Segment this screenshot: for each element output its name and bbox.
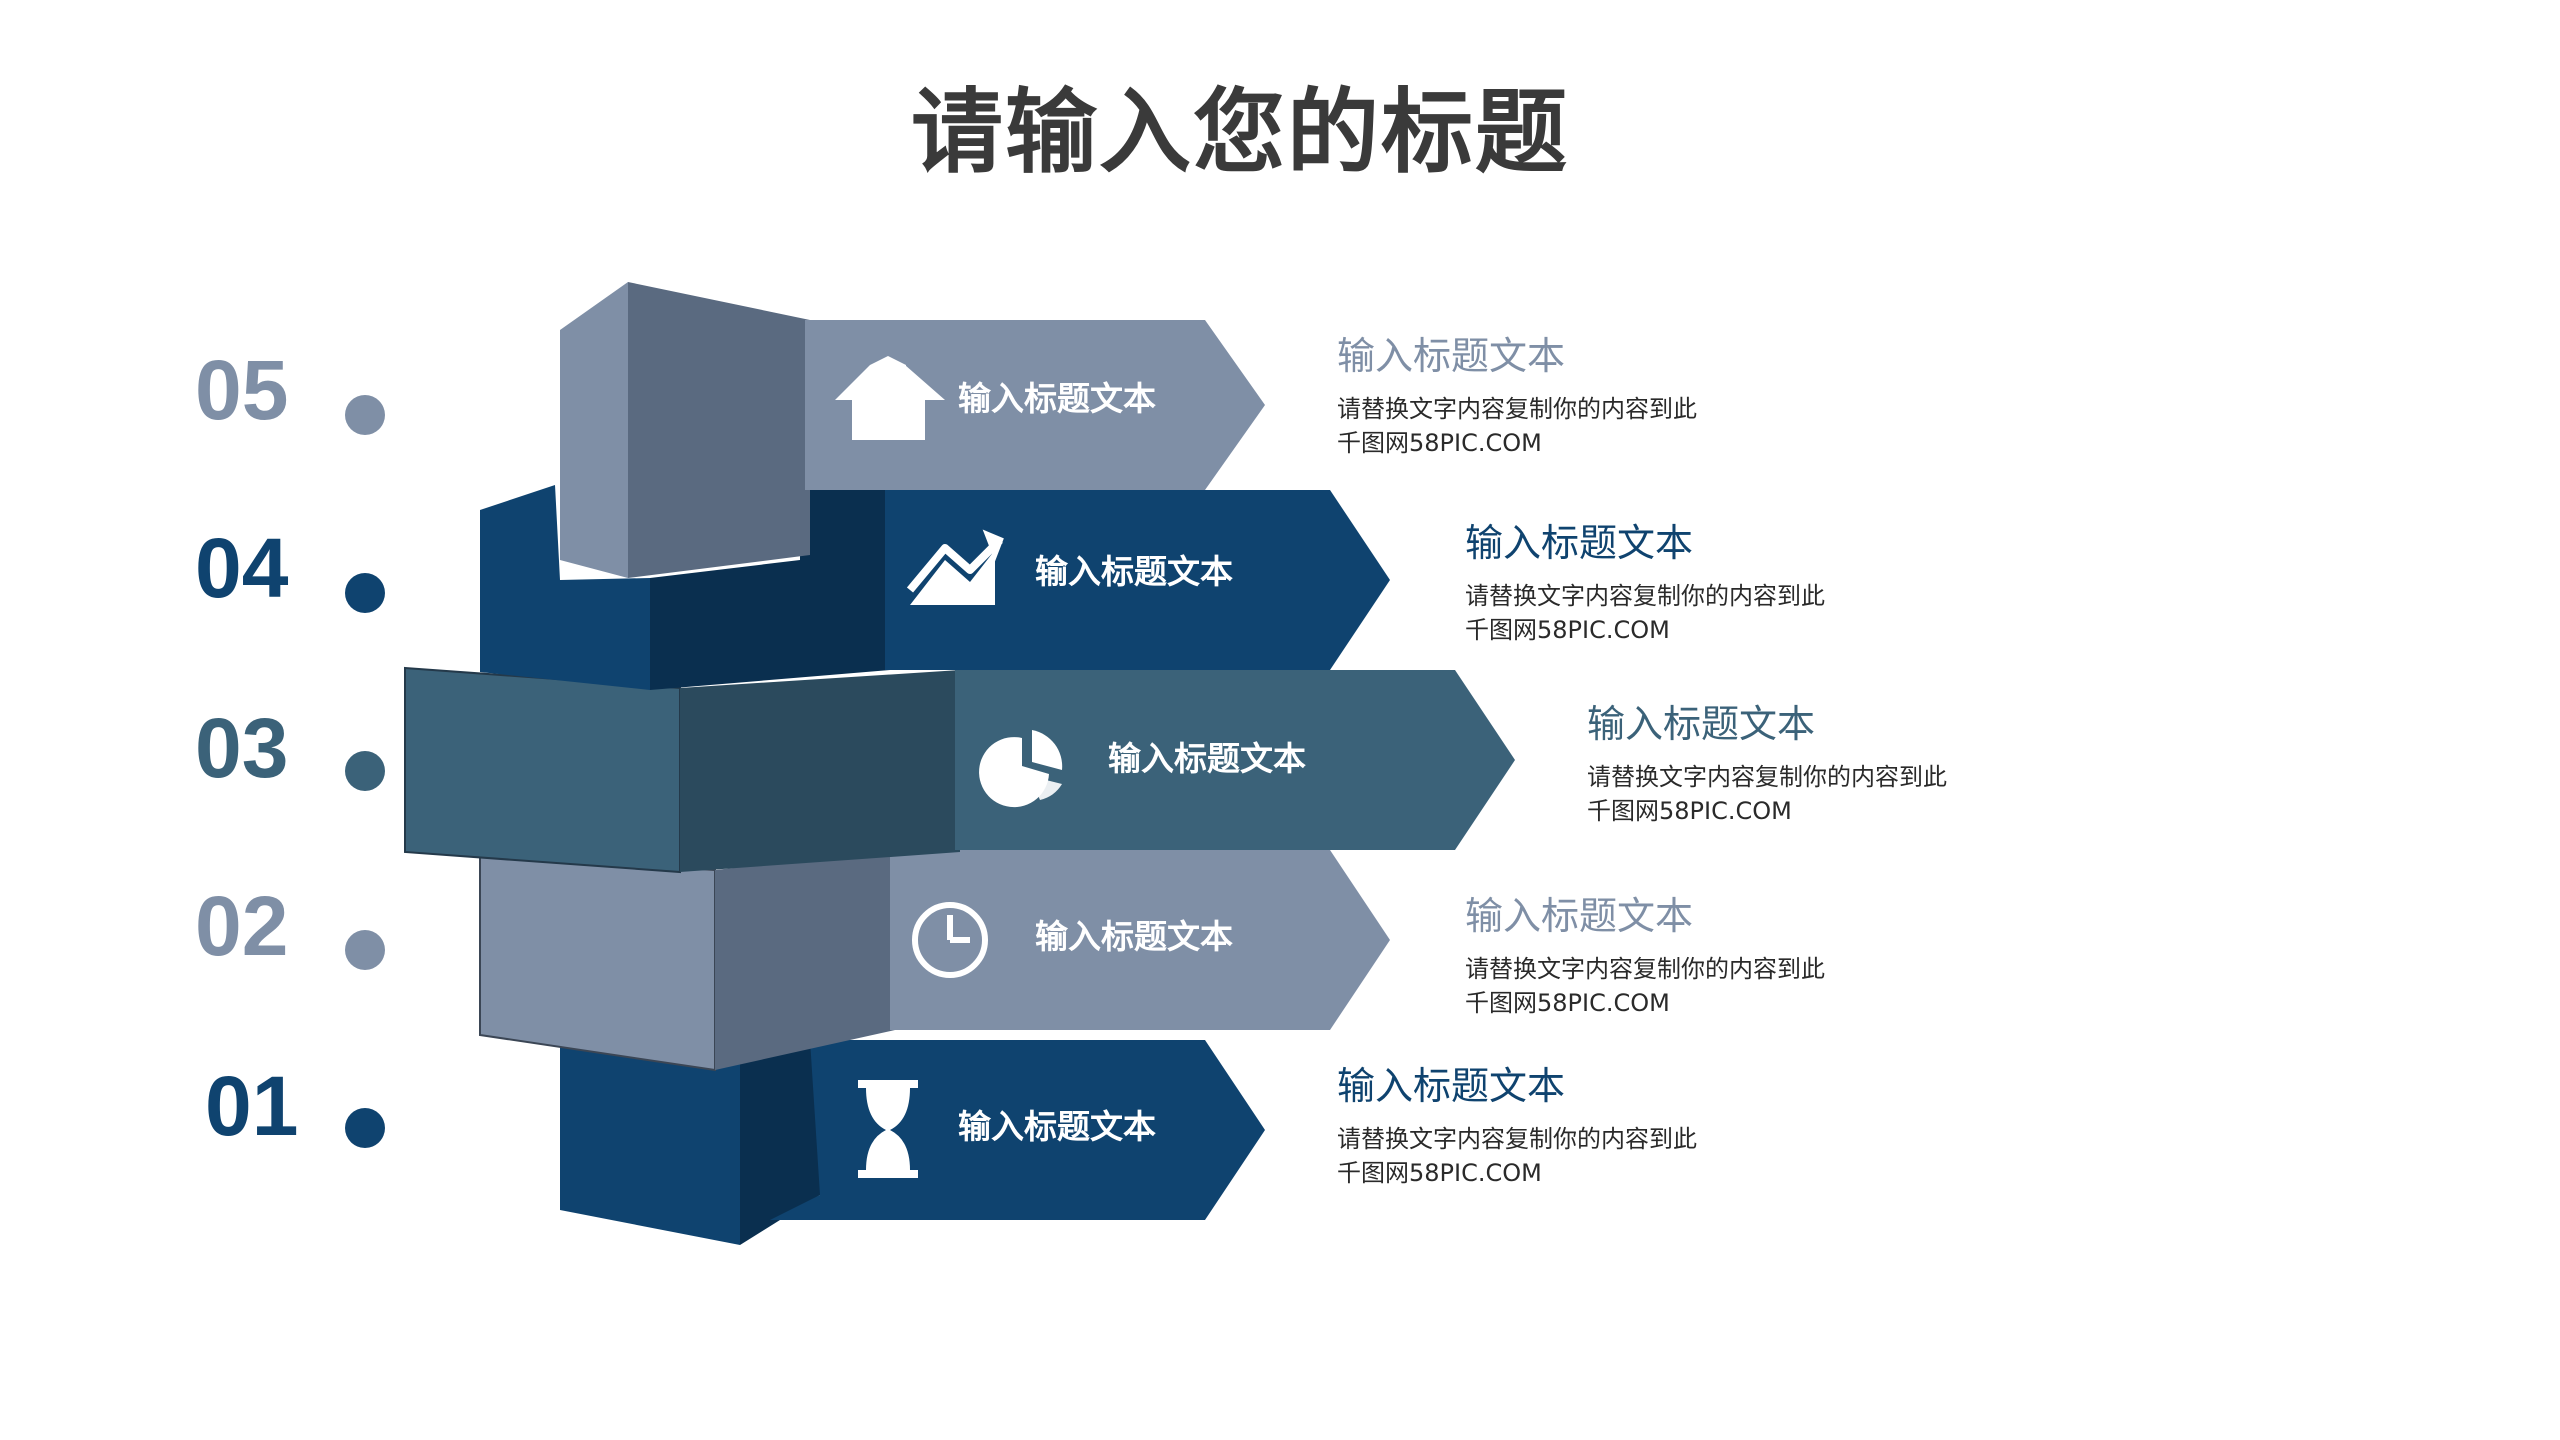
step-dot-04 [345, 573, 385, 613]
step-body-line2-03: 千图网58PIC.COM [1587, 797, 1792, 825]
step-body-line2-02: 千图网58PIC.COM [1465, 989, 1670, 1017]
step-number-03: 03 [195, 701, 289, 795]
arrow-label-05: 输入标题文本 [958, 379, 1156, 418]
block-level-03 [404, 666, 1515, 874]
block-level-01 [560, 1040, 1265, 1245]
step-body-line1-05: 请替换文字内容复制你的内容到此 [1337, 395, 1697, 423]
step-heading-01: 输入标题文本 [1337, 1064, 1566, 1108]
step-body-line1-01: 请替换文字内容复制你的内容到此 [1337, 1125, 1697, 1153]
block-level-04 [480, 485, 1390, 690]
step-dot-05 [345, 395, 385, 435]
arrow-label-02: 输入标题文本 [1035, 917, 1233, 956]
step-body-04: 请替换文字内容复制你的内容到此 千图网58PIC.COM [1465, 579, 1825, 647]
arrow-banner-03 [955, 670, 1515, 850]
block-level-05 [560, 282, 1265, 578]
step-body-line1-04: 请替换文字内容复制你的内容到此 [1465, 582, 1825, 610]
step-heading-03: 输入标题文本 [1587, 702, 1816, 746]
step-heading-05: 输入标题文本 [1337, 334, 1566, 378]
step-number-05: 05 [195, 343, 289, 437]
arrow-label-04: 输入标题文本 [1035, 552, 1233, 591]
arrow-banner-04 [885, 490, 1390, 670]
step-body-line1-02: 请替换文字内容复制你的内容到此 [1465, 955, 1825, 983]
step-dot-01 [345, 1108, 385, 1148]
step-body-line2-05: 千图网58PIC.COM [1337, 429, 1542, 457]
step-dot-02 [345, 930, 385, 970]
step-body-03: 请替换文字内容复制你的内容到此 千图网58PIC.COM [1587, 760, 1947, 828]
step-number-04: 04 [195, 521, 289, 615]
arrows-up-icon [835, 356, 945, 440]
step-dot-03 [345, 751, 385, 791]
step-body-05: 请替换文字内容复制你的内容到此 千图网58PIC.COM [1337, 392, 1697, 460]
pie-chart-icon [979, 730, 1063, 808]
block-level-02 [479, 850, 1390, 1072]
step-heading-04: 输入标题文本 [1465, 521, 1694, 565]
arrow-banner-02 [890, 850, 1390, 1030]
clock-icon [912, 902, 988, 978]
step-number-02: 02 [195, 879, 289, 973]
arrow-banner-05 [805, 320, 1265, 490]
step-body-line2-01: 千图网58PIC.COM [1337, 1159, 1542, 1187]
step-number-01: 01 [205, 1059, 299, 1153]
arrow-label-03: 输入标题文本 [1108, 739, 1306, 778]
step-body-01: 请替换文字内容复制你的内容到此 千图网58PIC.COM [1337, 1122, 1697, 1190]
arrow-label-01: 输入标题文本 [958, 1107, 1156, 1146]
chart-growth-icon [906, 529, 1004, 605]
step-heading-02: 输入标题文本 [1465, 894, 1694, 938]
hourglass-icon [858, 1080, 918, 1178]
step-body-line1-03: 请替换文字内容复制你的内容到此 [1587, 763, 1947, 791]
page-title: 请输入您的标题 [910, 79, 1569, 186]
step-body-line2-04: 千图网58PIC.COM [1465, 616, 1670, 644]
step-body-02: 请替换文字内容复制你的内容到此 千图网58PIC.COM [1465, 952, 1825, 1020]
